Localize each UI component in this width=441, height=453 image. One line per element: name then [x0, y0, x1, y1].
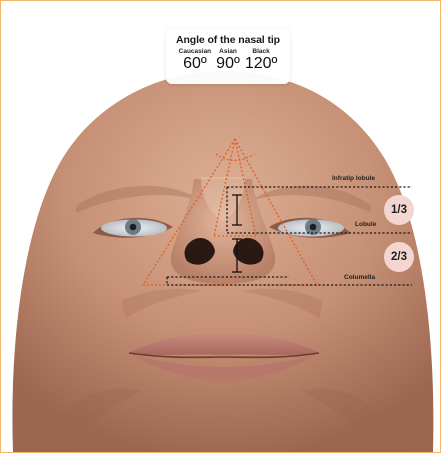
- label-infratip-lobule: Infratip lobule: [332, 175, 375, 182]
- angle-value: 120º: [245, 55, 278, 73]
- nasal-tip-angle-card: Angle of the nasal tip Caucasian 60º Asi…: [166, 28, 290, 84]
- angle-value: 60º: [183, 55, 207, 73]
- angle-value: 90º: [216, 55, 240, 73]
- angle-col-black: Black 120º: [245, 48, 278, 73]
- population-label: Caucasian: [179, 48, 212, 55]
- population-label: Asian: [219, 48, 237, 55]
- population-label: Black: [252, 48, 269, 55]
- label-columella: Columella: [344, 274, 375, 281]
- angle-col-caucasian: Caucasian 60º: [179, 48, 212, 73]
- label-lobule: Lobule: [355, 221, 376, 228]
- angle-title: Angle of the nasal tip: [166, 34, 290, 46]
- angle-col-asian: Asian 90º: [216, 48, 240, 73]
- fraction-upper: 1/3: [384, 195, 414, 225]
- fraction-lower: 2/3: [384, 242, 414, 272]
- angle-values: Caucasian 60º Asian 90º Black 120º: [166, 48, 290, 73]
